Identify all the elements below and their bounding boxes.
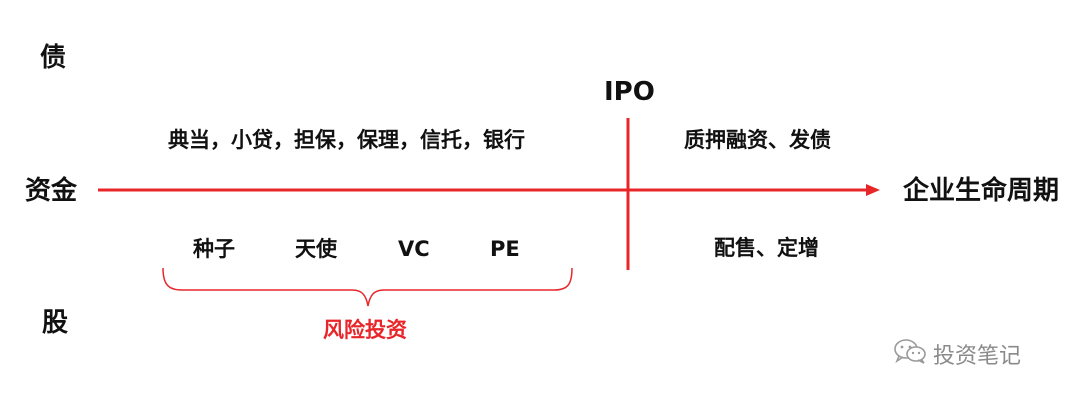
watermark: 投资笔记 [893, 337, 1021, 371]
stage-angel: 天使 [295, 237, 337, 261]
venture-capital-label: 风险投资 [323, 318, 407, 342]
ipo-label: IPO [604, 77, 655, 107]
stage-vc: VC [398, 237, 430, 261]
equity-post-ipo-channels: 配售、定增 [714, 236, 819, 260]
watermark-text: 投资笔记 [933, 344, 1022, 369]
capital-label: 资金 [25, 176, 78, 206]
debt-post-ipo-channels: 质押融资、发债 [684, 128, 831, 152]
equity-label: 股 [42, 308, 69, 338]
wechat-icon [893, 337, 927, 371]
debt-label: 债 [40, 43, 67, 73]
stage-seed: 种子 [193, 237, 235, 261]
lifecycle-label: 企业生命周期 [903, 176, 1060, 206]
lifecycle-axis-arrowhead [866, 184, 880, 196]
stage-pe: PE [490, 237, 520, 261]
venture-capital-brace [162, 267, 573, 307]
debt-pre-ipo-channels: 典当，小贷，担保，保理，信托，银行 [168, 128, 525, 152]
